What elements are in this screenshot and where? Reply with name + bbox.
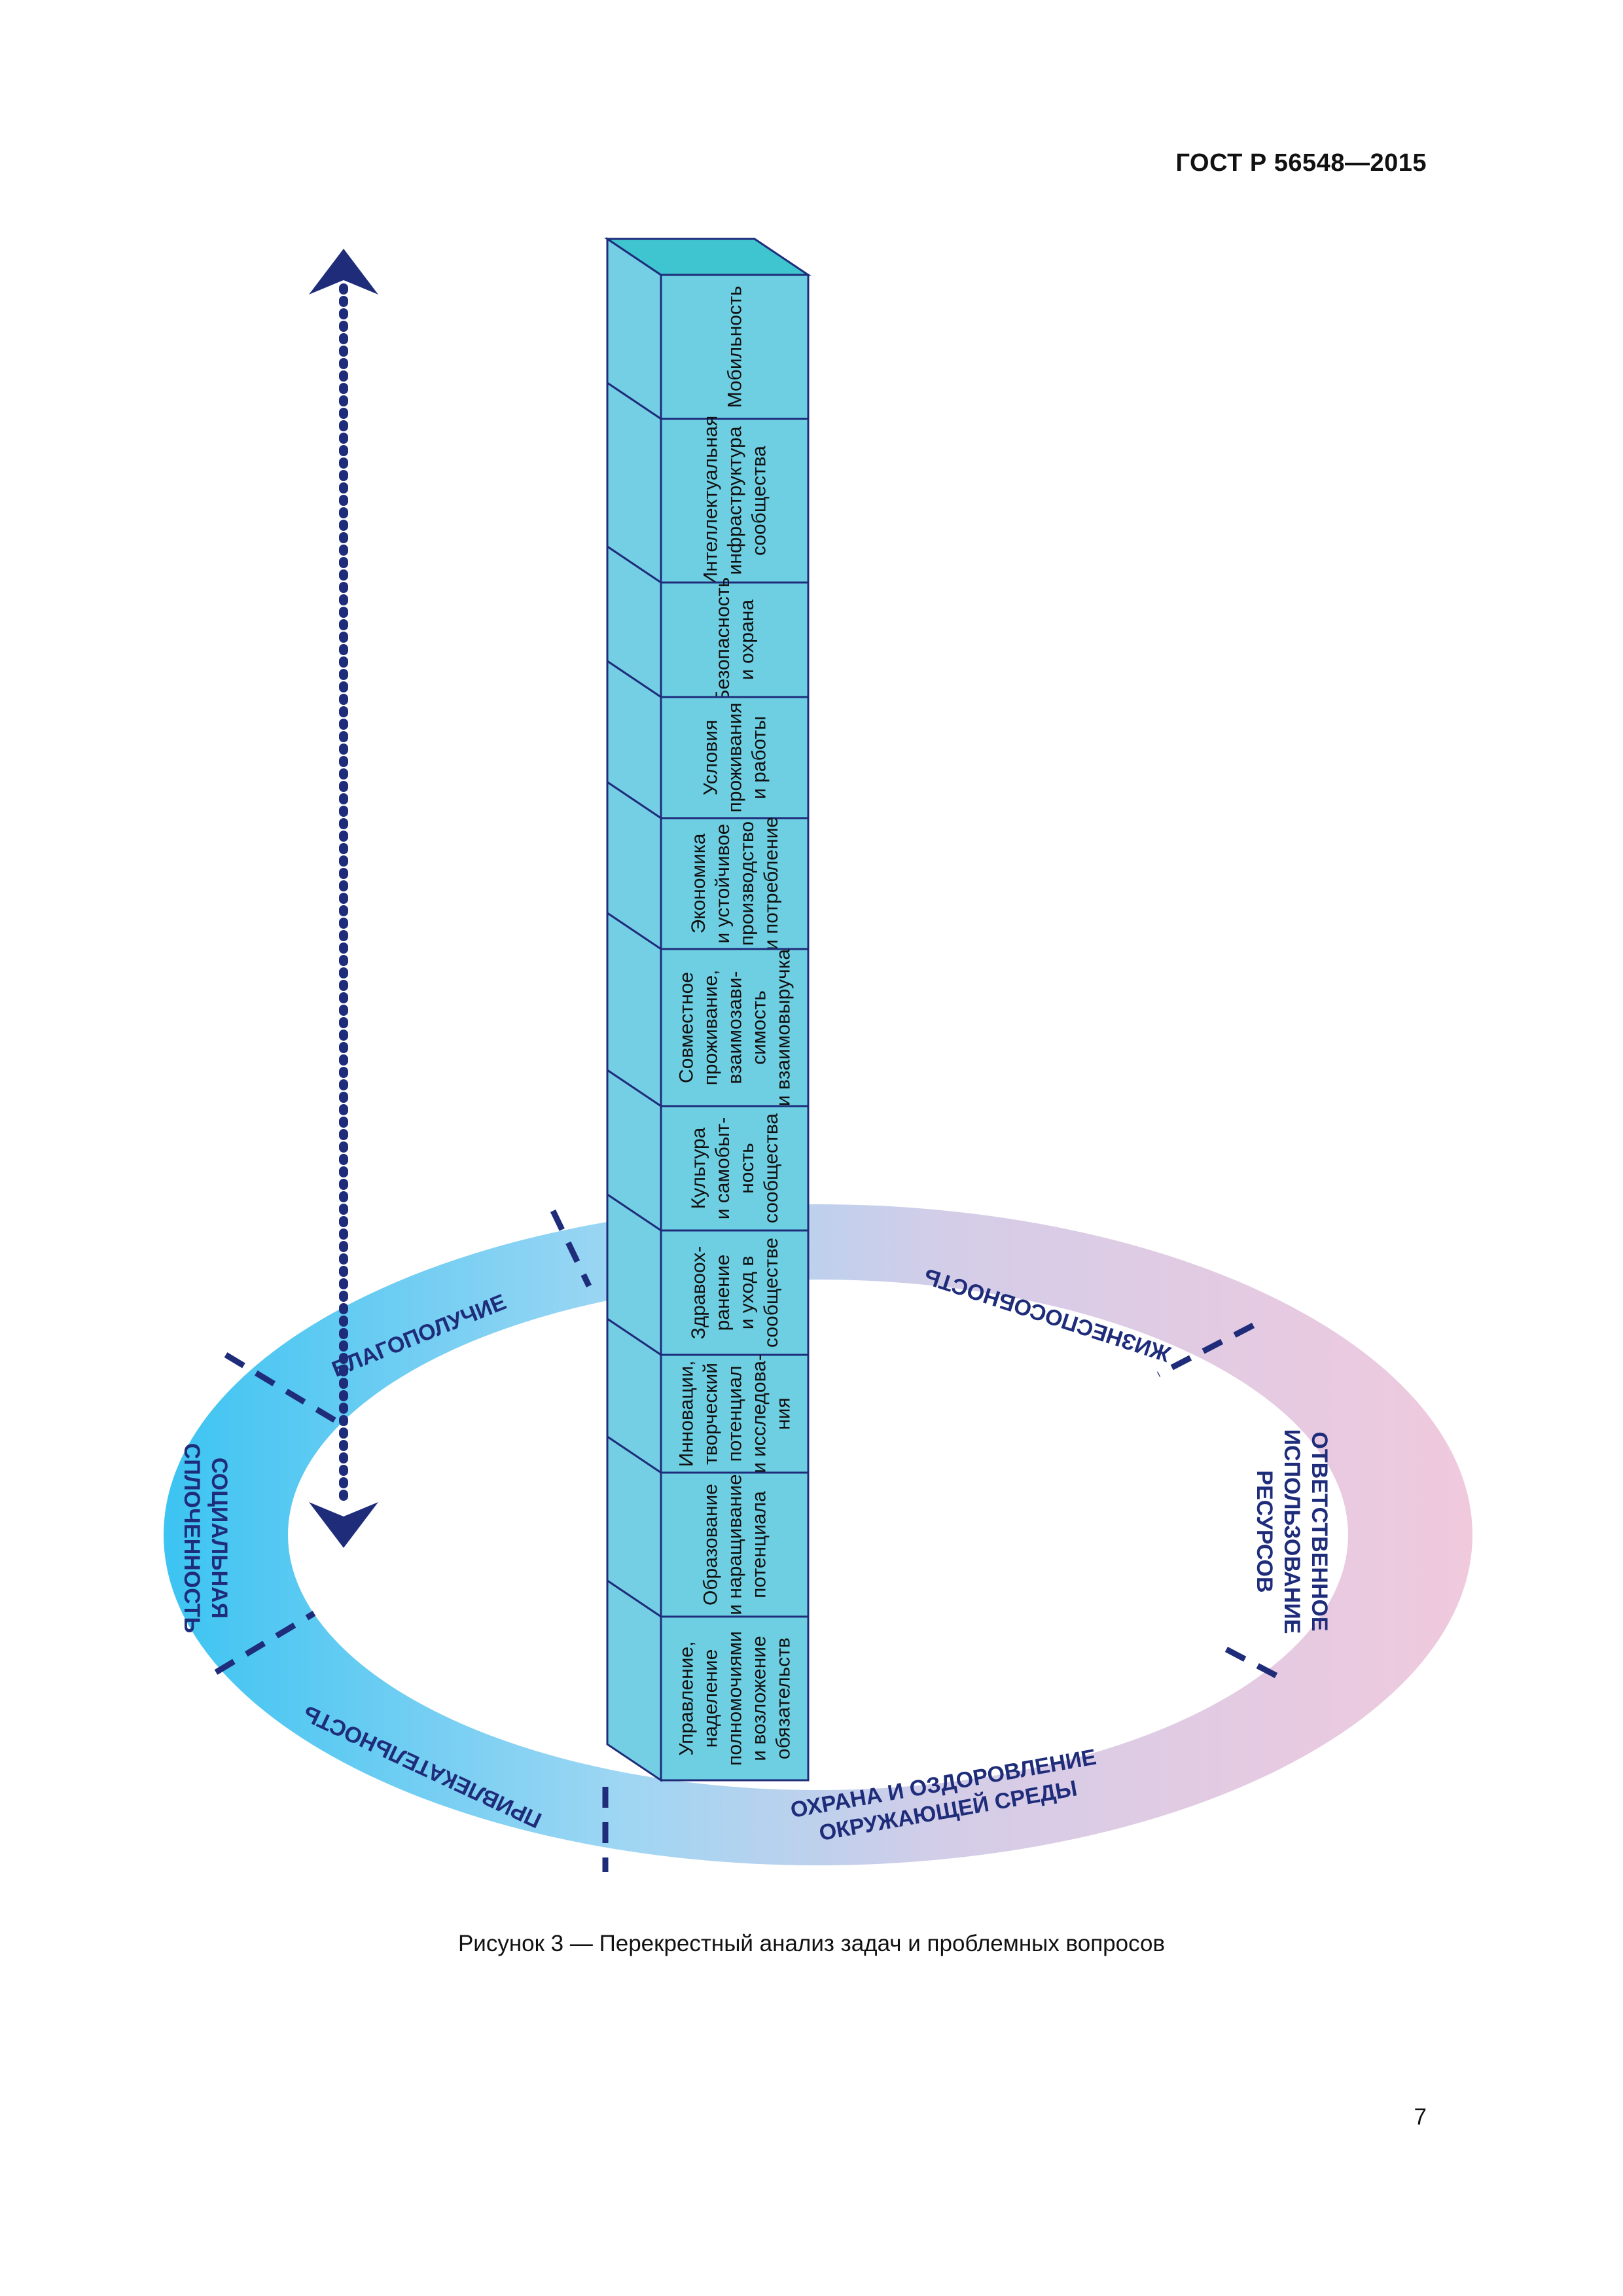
ring-label-cohesion: СОЦИАЛЬНАЯСПЛОЧЕННОСТЬ xyxy=(179,1443,232,1633)
page-number: 7 xyxy=(1414,2104,1427,2130)
tower-block-label: Мобильность xyxy=(724,286,746,408)
ring-dividers xyxy=(214,1210,1278,1872)
ring-label-resources: ОТВЕТСТВЕННОЕИСПОЛЬЗОВАНИЕРЕСУРСОВ xyxy=(1252,1429,1332,1634)
vertical-dotted-arrow xyxy=(309,249,378,1548)
figure-caption: Рисунок 3 — Перекрестный анализ задач и … xyxy=(457,1931,1166,1956)
tower-block: Мобильность xyxy=(604,237,812,421)
arrow-up-icon xyxy=(309,249,378,295)
ring-diagram: БЛАГОПОЛУЧИЕ ЖИЗНЕСПОСОБНОСТЬ ОТВЕТСТВЕН… xyxy=(164,1204,1472,1872)
arrow-down-icon xyxy=(309,1502,378,1548)
document-code-header: ГОСТ Р 56548—2015 xyxy=(1175,149,1427,177)
